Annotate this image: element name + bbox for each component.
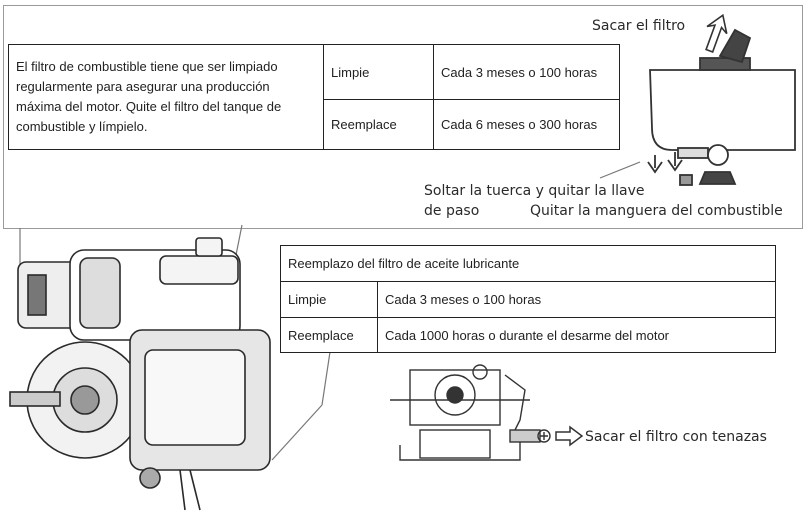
engine-drawing	[9, 237, 271, 511]
oil-interval-replace: Cada 1000 horas o durante el desarme del…	[377, 317, 776, 353]
right-arrow-icon	[555, 425, 584, 447]
caption-remove-filter: Sacar el filtro	[592, 18, 686, 34]
oil-filter-table: Reemplazo del filtro de aceite lubricant…	[280, 245, 776, 353]
fuel-action-replace: Reemplace	[323, 99, 434, 150]
oil-filter-title: Reemplazo del filtro de aceite lubricant…	[280, 245, 776, 282]
caption-pliers: Sacar el filtro con tenazas	[585, 429, 767, 445]
fuel-tank-drawing	[647, 28, 796, 186]
oil-filter-detail-drawing	[390, 364, 551, 461]
caption-loosen-nut-line1: Soltar la tuerca y quitar la llave	[424, 183, 645, 199]
oil-interval-clean: Cada 3 meses o 100 horas	[377, 281, 776, 318]
fuel-action-clean: Limpie	[323, 44, 434, 100]
caption-loosen-nut-line2: de paso	[424, 203, 480, 219]
oil-action-clean: Limpie	[280, 281, 378, 318]
fuel-filter-description: El filtro de combustible tiene que ser l…	[8, 44, 324, 150]
fuel-filter-table: El filtro de combustible tiene que ser l…	[8, 44, 620, 150]
caption-remove-hose: Quitar la manguera del combustible	[530, 203, 783, 219]
up-arrow-icon	[705, 13, 728, 53]
fuel-interval-clean: Cada 3 meses o 100 horas	[433, 44, 620, 100]
oil-action-replace: Reemplace	[280, 317, 378, 353]
fuel-filter-panel-frame	[3, 5, 803, 229]
fuel-interval-replace: Cada 6 meses o 300 horas	[433, 99, 620, 150]
